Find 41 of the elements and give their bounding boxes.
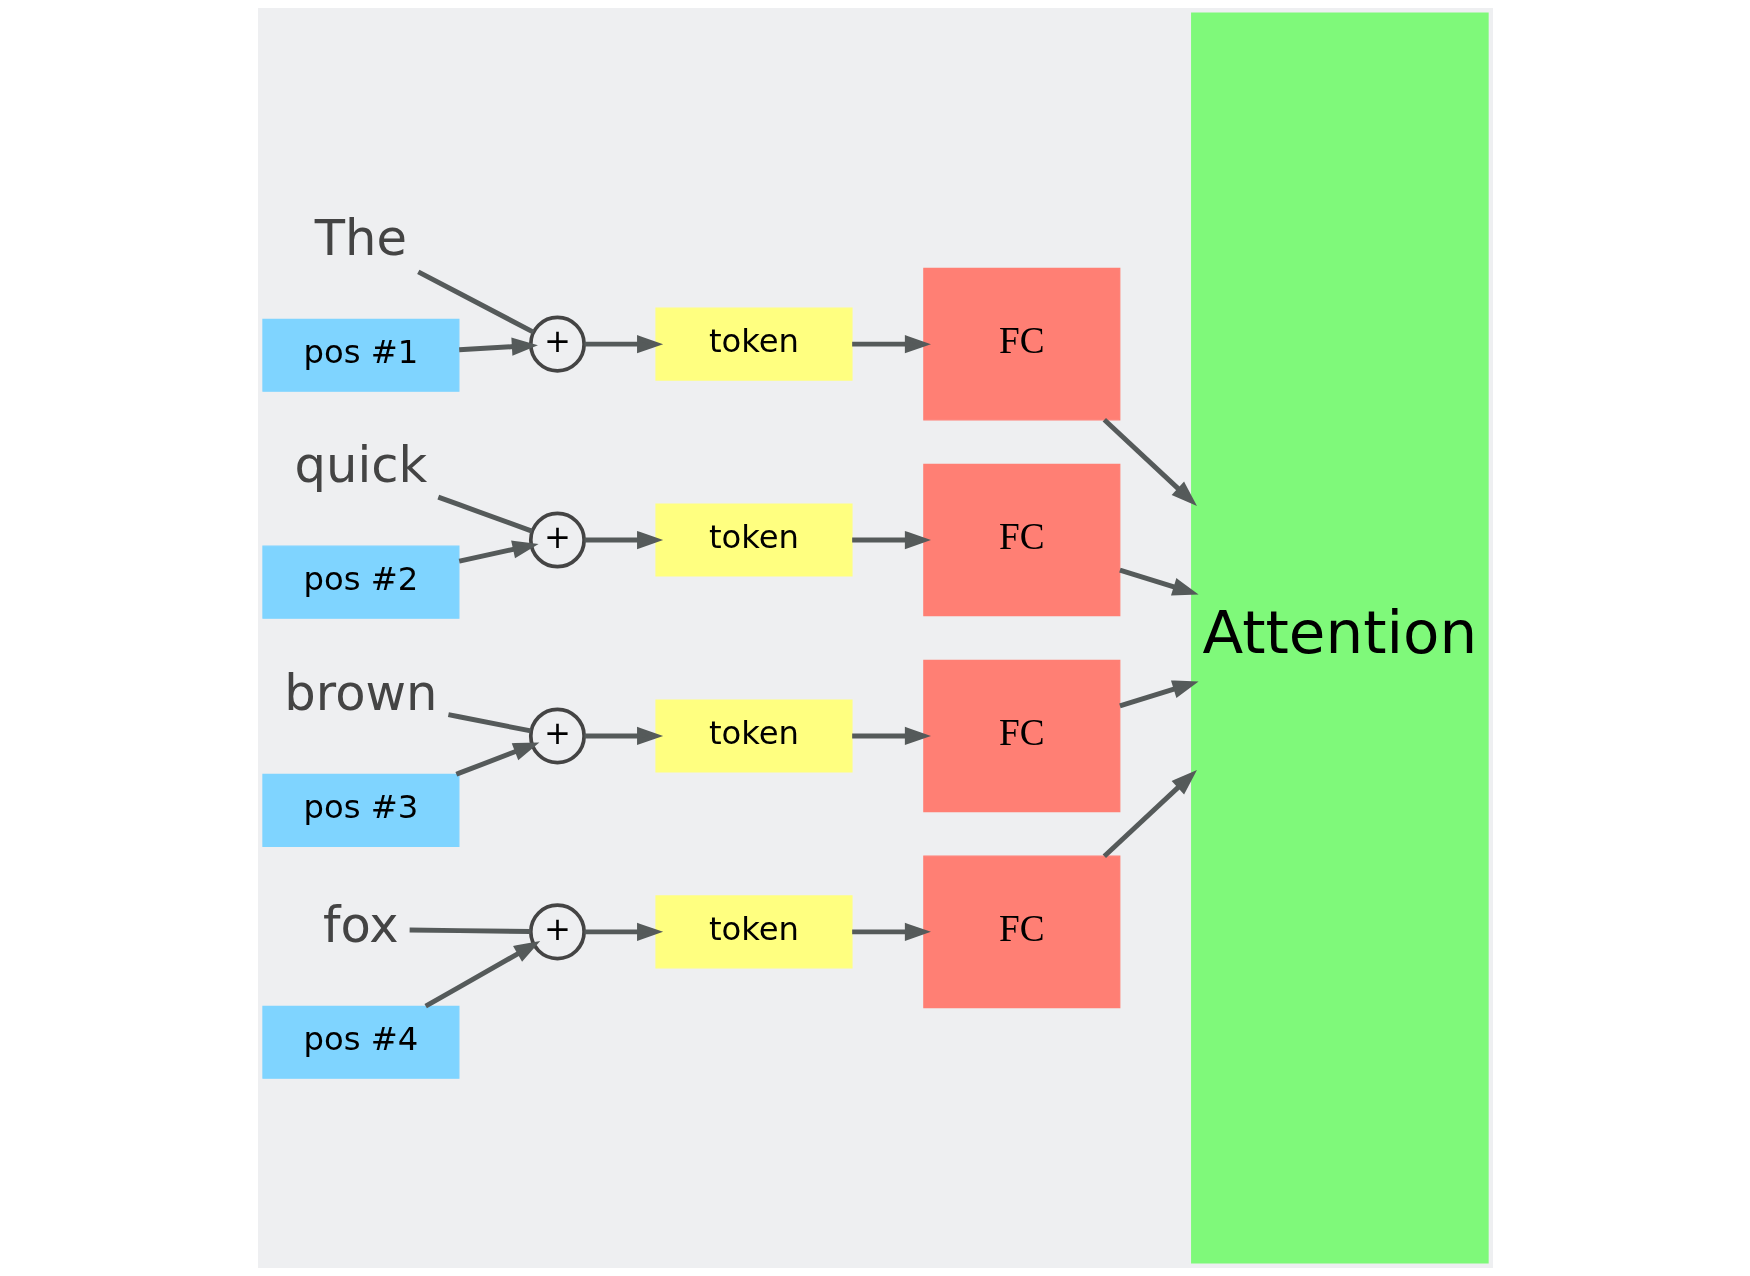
arrow [851, 922, 931, 941]
arrow [1102, 418, 1197, 507]
arrow [423, 940, 540, 1009]
node-box: FC [922, 463, 1120, 617]
arrow [1102, 769, 1197, 858]
connector [409, 927, 531, 935]
node-box: pos #2 [261, 545, 459, 619]
arrow [1118, 680, 1199, 709]
node-box: token [654, 503, 853, 577]
node-box: FC [922, 855, 1120, 1009]
arrow [458, 540, 539, 564]
node-circle: + [528, 315, 586, 373]
node-circle: + [528, 511, 586, 569]
node-box: FC [922, 267, 1120, 421]
node-text: fox [322, 895, 399, 954]
arrow [454, 742, 539, 777]
arrow [583, 335, 663, 354]
arrow [1118, 567, 1199, 596]
arrow [583, 726, 663, 746]
arrow [851, 530, 931, 550]
node-circle: + [528, 903, 586, 961]
node-text: quick [294, 435, 427, 494]
node-box: pos #3 [261, 773, 459, 847]
arrow [851, 335, 931, 354]
node-box: token [654, 895, 853, 969]
node-box: FC [922, 659, 1120, 813]
connector [436, 494, 533, 534]
node-box: pos #1 [261, 318, 459, 392]
connector [416, 269, 534, 335]
node-text: brown [283, 663, 437, 722]
node-box: Attention [1190, 12, 1489, 1264]
connector [447, 712, 531, 734]
arrow [583, 530, 663, 550]
node-box: token [654, 699, 853, 773]
arrow [583, 922, 663, 941]
arrow [851, 726, 931, 746]
arrow [458, 337, 538, 356]
node-circle: + [528, 707, 586, 765]
node-box: token [654, 307, 853, 381]
node-text: The [314, 208, 407, 267]
node-box: pos #4 [261, 1005, 459, 1079]
